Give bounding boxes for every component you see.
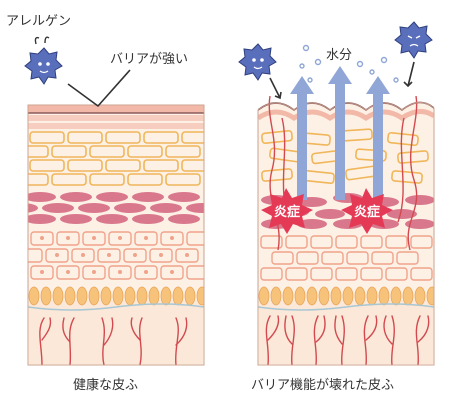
healthy-skin-cross-section [27, 104, 205, 366]
inflammation-icon-1: 炎症 [261, 188, 313, 234]
allergen-icon-left [24, 36, 63, 85]
barrier-strong-label: バリアが強い [110, 52, 189, 67]
moisture-arrows [290, 66, 390, 200]
allergen-icon-right-2 [394, 21, 433, 88]
damaged-skin-caption: バリア機能が壊れた皮ふ [251, 378, 395, 393]
damaged-skin-cross-section [257, 96, 435, 366]
moisture-label: 水分 [326, 48, 353, 63]
inflammation-label-2: 炎症 [354, 204, 380, 220]
inflammation-icon-2: 炎症 [341, 188, 393, 234]
inflammation-label-1: 炎症 [274, 204, 300, 220]
allergen-icon-right-1 [238, 43, 282, 100]
healthy-skin-caption: 健康な皮ふ [73, 378, 139, 393]
allergen-label: アレルゲン [6, 14, 72, 29]
moisture-bubbles [299, 44, 399, 83]
barrier-pointer-line [67, 69, 131, 107]
